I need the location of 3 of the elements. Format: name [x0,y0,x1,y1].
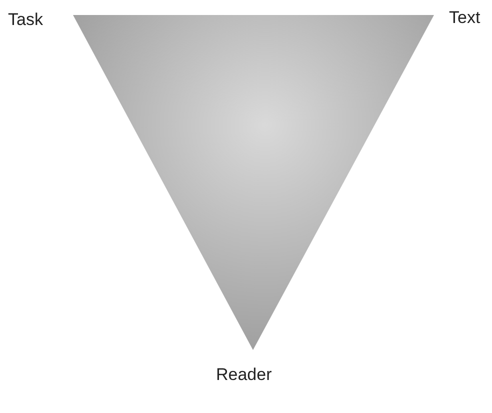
corner-label: Text [449,8,480,28]
corner-label: Reader [216,365,272,385]
corner-label: Task [8,10,43,30]
